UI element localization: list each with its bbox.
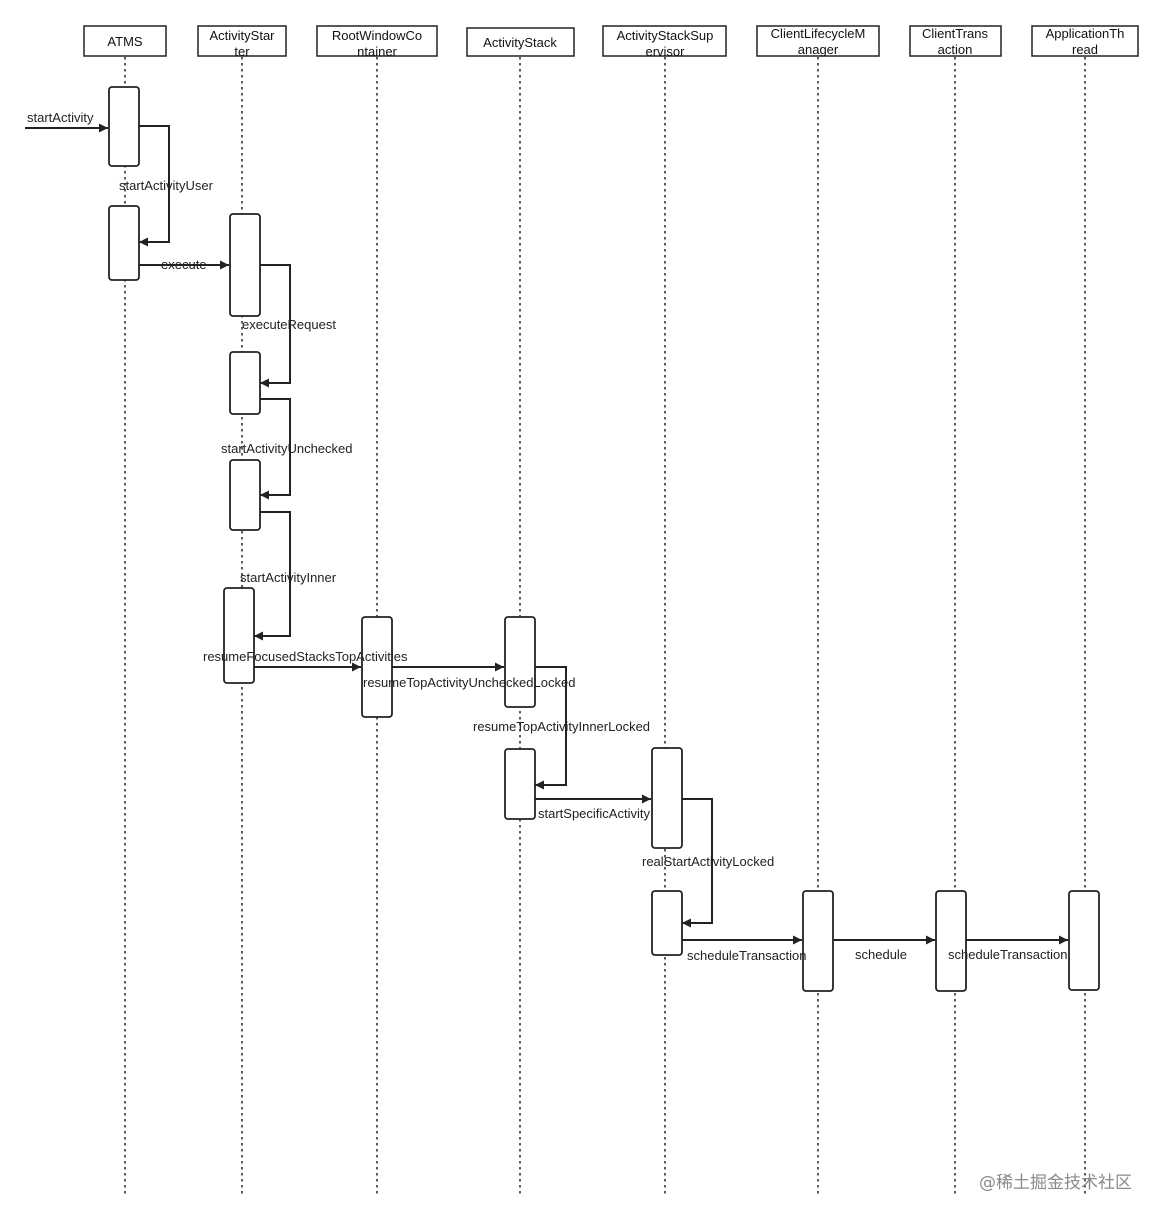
message-start-activity-label: startActivity [27, 110, 94, 125]
participant-activity-stack-supervisor-label-line2: ervisor [645, 44, 685, 59]
participant-activity-stack-supervisor: ActivityStackSup ervisor [602, 25, 727, 59]
activation-activity-stack-1 [504, 616, 536, 708]
activation-supervisor-1 [651, 747, 683, 849]
message-start-activity-user-arrow [139, 125, 170, 247]
message-start-specific-activity-label: startSpecificActivity [538, 806, 650, 821]
activation-atms-1 [108, 86, 140, 167]
message-real-start-activity-arrow [682, 798, 713, 928]
participant-client-transaction: ClientTrans action [909, 25, 1002, 57]
activation-application-thread [1068, 890, 1100, 991]
activation-supervisor-2 [651, 890, 683, 956]
activation-atms-2 [108, 205, 140, 281]
participant-atms-label: ATMS [107, 34, 142, 49]
participant-client-transaction-label-line1: ClientTrans [922, 26, 988, 41]
activation-starter-4 [223, 587, 255, 684]
message-execute-request-arrow [260, 264, 291, 388]
message-resume-top-activity-inner-arrow [535, 666, 567, 790]
message-real-start-activity-label: realStartActivityLocked [642, 854, 774, 869]
participant-application-thread: ApplicationTh read [1031, 25, 1139, 57]
participant-activity-stack-supervisor-label-line1: ActivityStackSup [617, 28, 714, 43]
participant-application-thread-label-line2: read [1072, 42, 1098, 57]
participant-client-lifecycle-manager-label-line2: anager [798, 42, 839, 57]
message-schedule-label: schedule [855, 947, 907, 962]
message-start-activity-unchecked-arrow [260, 398, 291, 500]
participant-activity-stack-label: ActivityStack [483, 35, 557, 50]
activation-starter-2 [229, 351, 261, 415]
participant-root-window-container-label-line2: ntainer [357, 44, 397, 59]
activation-activity-stack-2 [504, 748, 536, 820]
participant-activity-starter: ActivityStar ter [197, 25, 287, 59]
participant-application-thread-label-line1: ApplicationTh [1046, 26, 1125, 41]
message-execute-request-label: executeRequest [242, 317, 336, 332]
message-start-activity-inner-arrow [254, 511, 291, 641]
participant-client-lifecycle-manager-label-line1: ClientLifecycleM [771, 26, 866, 41]
activation-root-window-container [361, 616, 393, 718]
message-start-activity-inner-label: startActivityInner [240, 570, 337, 585]
participant-activity-starter-label-line2: ter [234, 44, 250, 59]
activation-starter-1 [229, 213, 261, 317]
message-schedule-transaction-1-label: scheduleTransaction [687, 948, 806, 963]
message-start-activity-unchecked-label: startActivityUnchecked [221, 441, 353, 456]
participant-root-window-container: RootWindowCo ntainer [316, 25, 438, 59]
participant-root-window-container-label-line1: RootWindowCo [332, 28, 422, 43]
message-resume-top-activity-unchecked-label: resumeTopActivityUncheckedLocked [363, 675, 575, 690]
message-resume-top-activity-inner-label: resumeTopActivityInnerLocked [473, 719, 650, 734]
participant-atms: ATMS [83, 25, 167, 57]
participant-activity-starter-label-line1: ActivityStar [209, 28, 275, 43]
activation-client-transaction [935, 890, 967, 992]
message-resume-focused-stacks-label: resumeFocusedStacksTopActivities [203, 649, 408, 664]
participant-client-lifecycle-manager: ClientLifecycleM anager [756, 25, 880, 57]
participant-activity-stack: ActivityStack [466, 27, 575, 57]
message-execute-label: execute [161, 257, 207, 272]
message-schedule-transaction-2-label: scheduleTransaction [948, 947, 1067, 962]
activation-client-lifecycle-manager [802, 890, 834, 992]
participant-client-transaction-label-line2: action [938, 42, 973, 57]
watermark: @稀土掘金技术社区 [979, 1173, 1132, 1193]
message-start-activity-user-label: startActivityUser [119, 178, 214, 193]
activation-starter-3 [229, 459, 261, 531]
